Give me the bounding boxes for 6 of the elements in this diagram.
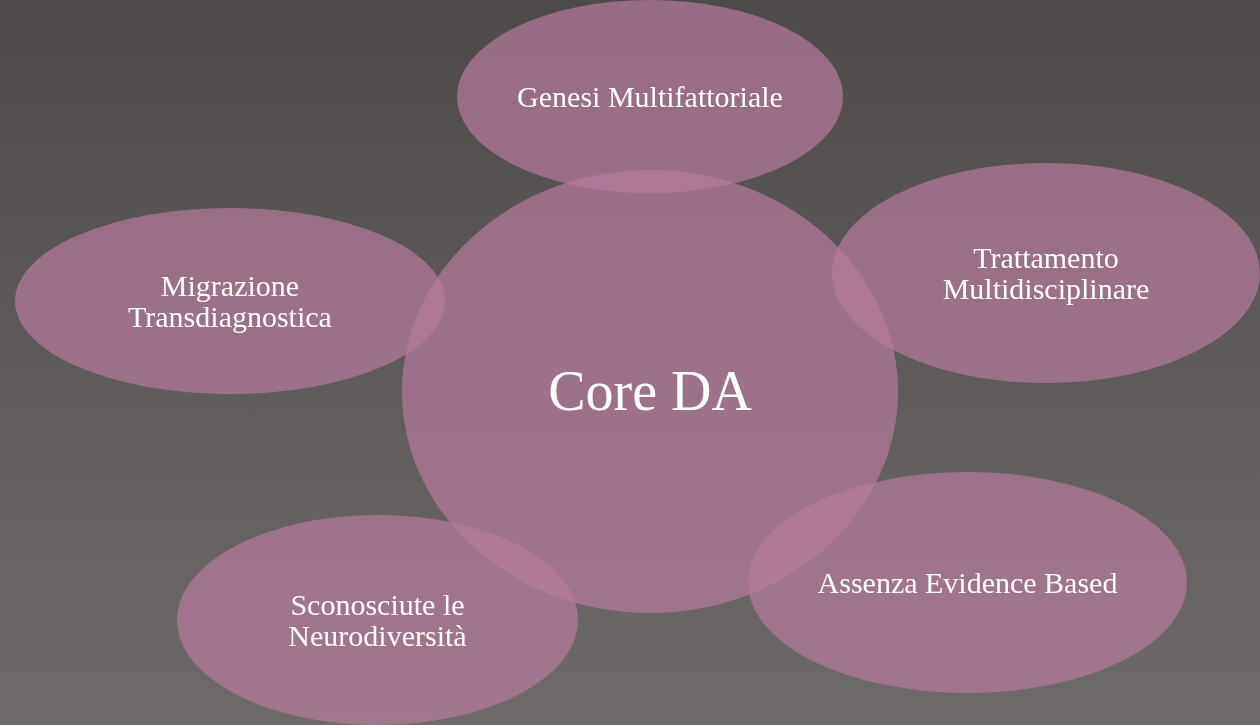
ellipse-label: Trattamento Multidisciplinare: [941, 241, 1151, 305]
ellipse-label: Migrazione Transdiagnostica: [127, 269, 333, 333]
ellipse-label: Sconosciute le Neurodiversità: [287, 588, 468, 652]
ellipse-label: Assenza Evidence Based: [817, 566, 1118, 599]
ellipse-label: Genesi Multifattoriale: [516, 80, 784, 113]
ellipse-label: Core DA: [547, 362, 753, 421]
